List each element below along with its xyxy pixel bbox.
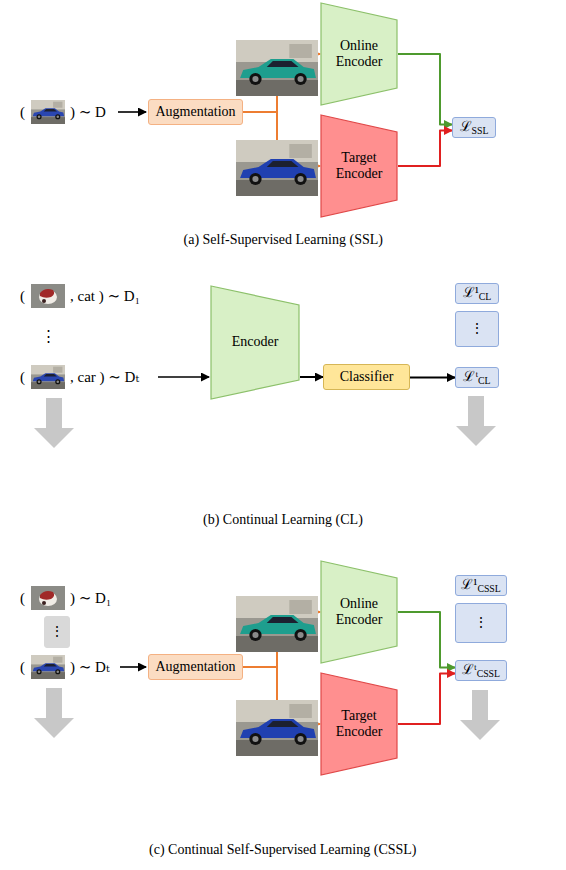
augmentation-box: Augmentation (148, 99, 243, 125)
flow-connector (398, 131, 452, 167)
sample-label: ) ∼ D (70, 103, 106, 121)
box-label: ⋮ (50, 624, 64, 640)
trapezoid-shape (321, 115, 397, 217)
encoder-label: Target Encoder (328, 708, 390, 740)
box-label: ℒ¹CSSL (461, 577, 501, 593)
flow-connector (410, 377, 455, 379)
box-label: Augmentation (155, 659, 235, 675)
classifier-box: Classifier (323, 364, 410, 390)
sequence-arrow (460, 690, 500, 740)
flow-connector (398, 612, 455, 668)
augmented-view (236, 700, 318, 756)
loss-box: ⋮ (455, 603, 507, 643)
subscript: CSSL (477, 668, 500, 679)
loss-box: ⋮ (455, 311, 499, 347)
sequence-arrow (34, 688, 74, 738)
input-thumbnail (31, 284, 65, 308)
sequence-arrow (34, 398, 74, 448)
input-arrow (118, 111, 146, 113)
input-arrow (120, 666, 146, 668)
augmented-view (236, 40, 318, 96)
input-thumbnail (31, 100, 65, 124)
sequence-arrow (456, 396, 496, 446)
augmented-view (236, 596, 318, 652)
trapezoid-shape (321, 3, 397, 105)
subscript: CSSL (477, 583, 500, 594)
augmented-view (236, 140, 318, 196)
input-thumbnail (31, 586, 65, 610)
sample-label: , car ) ∼ Dₜ (70, 368, 139, 386)
sample-label: ) ∼ Dₜ (70, 658, 110, 676)
flow-connector (300, 376, 323, 378)
subfigure-caption: (c) Continual Self-Supervised Learning (… (149, 842, 417, 859)
sample-label: ) ∼ D₁ (70, 589, 111, 607)
subfigure-caption: (a) Self-Supervised Learning (SSL) (184, 232, 383, 249)
trapezoid-shape (211, 286, 299, 399)
flow-connector (398, 54, 452, 125)
augmentation-box: Augmentation (148, 654, 243, 680)
sample-label: ⋮ (41, 327, 56, 345)
box-label: ⋮ (470, 321, 484, 337)
input-thumbnail (31, 655, 65, 679)
sample-label: , cat ) ∼ D₁ (70, 287, 140, 305)
box-label: ℒ¹CL (463, 285, 492, 301)
encoder-trapezoid: Online Encoder (320, 560, 398, 664)
subfigure-caption: (b) Continual Learning (CL) (203, 512, 363, 529)
sample-label: ( (20, 103, 25, 121)
sample-label: ( (20, 658, 25, 676)
box-label: Classifier (340, 369, 394, 385)
sample-label: ( (20, 368, 25, 386)
encoder-label: Encoder (232, 334, 279, 350)
encoder-label: Online Encoder (328, 596, 390, 628)
sample-label: ( (20, 589, 25, 607)
encoder-trapezoid: Target Encoder (320, 672, 398, 776)
loss-box: ℒ¹CSSL (455, 575, 507, 596)
box-label: ℒᵗCSSL (462, 662, 500, 678)
loss-box: ℒ¹CL (455, 283, 499, 304)
box-label: Augmentation (155, 104, 235, 120)
loss-box: ℒSSL (452, 117, 496, 138)
subscript: SSL (472, 125, 489, 136)
box-label: ℒSSL (460, 119, 489, 135)
subscript: CL (478, 375, 491, 386)
input-arrow (158, 376, 209, 378)
loss-box: ℒᵗCSSL (455, 660, 507, 681)
loss-box: ℒᵗCL (455, 367, 499, 388)
trapezoid-shape (321, 561, 397, 663)
encoder-trapezoid: Encoder (210, 285, 300, 400)
subscript: CL (479, 291, 492, 302)
encoder-label: Target Encoder (328, 150, 390, 182)
encoder-trapezoid: Target Encoder (320, 114, 398, 218)
box-label: ℒᵗCL (463, 369, 490, 385)
encoder-trapezoid: Online Encoder (320, 2, 398, 106)
encoder-label: Online Encoder (328, 38, 390, 70)
trapezoid-shape (321, 673, 397, 775)
sample-label: ( (20, 287, 25, 305)
input-thumbnail (31, 365, 65, 389)
ellipsis-box: ⋮ (44, 616, 70, 648)
flow-connector (398, 674, 455, 725)
box-label: ⋮ (474, 615, 488, 631)
